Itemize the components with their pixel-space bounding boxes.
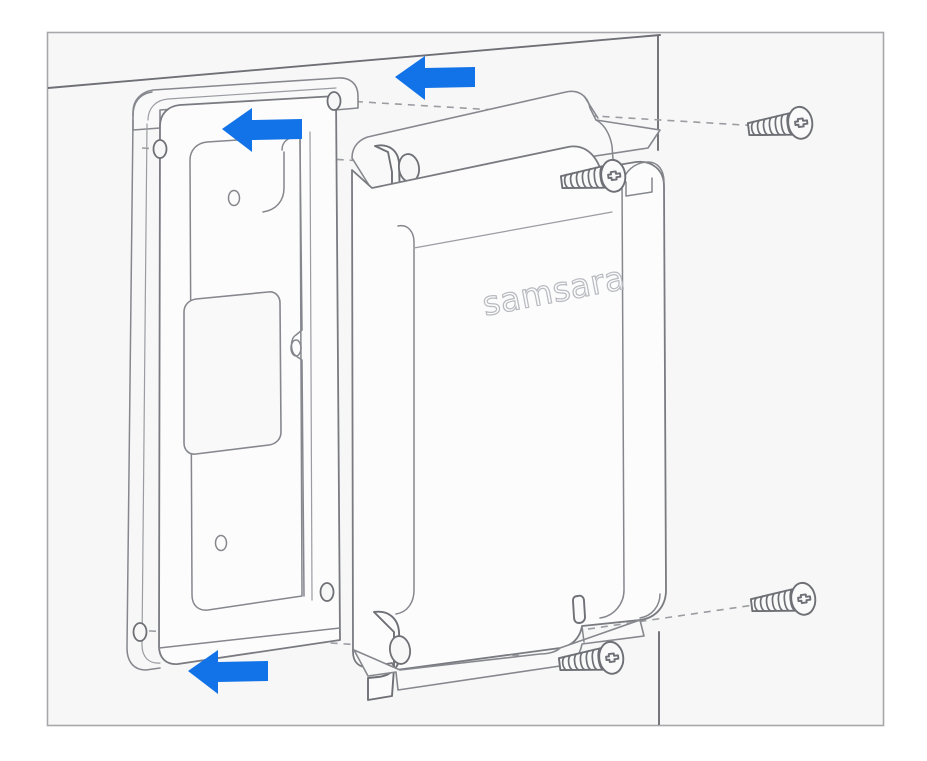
bracket-cutout [183,291,282,455]
device-top-tab [625,177,653,197]
bracket-clip-edge [309,131,313,601]
device-top-notch-edge [583,95,599,119]
bracket-inner-lip-left [141,123,161,664]
device-body-face [351,145,667,671]
wall-top-edge-line [48,34,661,89]
device-bottom-right-step [581,625,585,643]
device-right-inner-edge [599,175,625,619]
device-bottom-right-corner [639,593,661,619]
device-top-notch [595,119,615,173]
device-top-face [351,90,661,191]
device-left-inner-step [395,224,415,615]
guide-top [329,99,761,127]
mounting-bracket [126,77,359,671]
device-seam-upper [413,211,613,249]
led-indicator-slot [572,594,586,624]
bracket-inner-recess [189,135,303,611]
device-bottom-flange-hole [389,635,411,665]
bracket-outer-corner-top [132,91,153,117]
bracket-screw-hole-bottom-right [319,582,335,602]
bracket-locator-hole-bottom [214,534,228,552]
bracket-top-tab-curve [262,151,285,213]
bracket-screw-hole-bottom-left [132,622,148,642]
bracket-outer-left-edge [126,119,161,671]
bracket-inner-lip-top [147,87,337,121]
bracket-bottom-lip [158,627,341,649]
bracket-clip-hole [290,339,302,357]
device-right-top-corner [623,161,665,183]
bracket-locator-hole-top [227,189,241,207]
bracket-screw-hole-top-left [152,139,168,159]
bracket-screw-hole-top-right [326,91,342,111]
gateway-device: samsara [351,90,667,701]
